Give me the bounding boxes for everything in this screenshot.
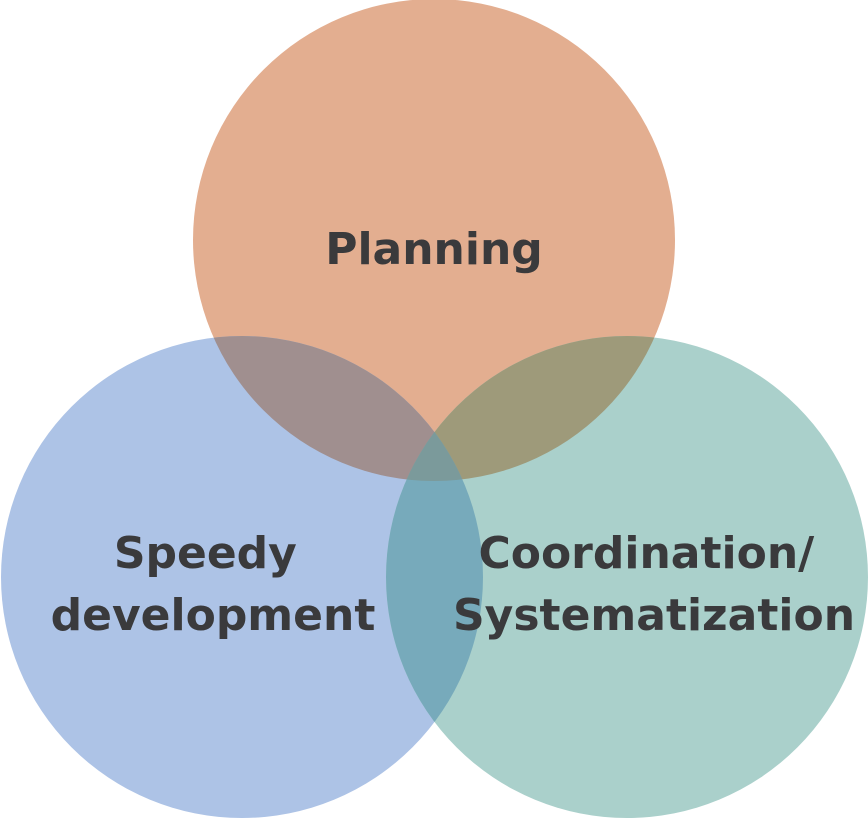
speedy-development-label-line-1: Speedy: [114, 528, 297, 579]
coordination-systematization-label-line-2: Systematization: [453, 590, 855, 641]
planning-label-line: Planning: [325, 224, 543, 275]
planning-coordination-overlap: [386, 336, 675, 481]
coordination-systematization-label-line-1: Coordination/: [478, 528, 815, 579]
planning-speedy-overlap: [193, 336, 483, 481]
speedy-development-label-line-2: development: [51, 590, 376, 641]
speedy-development-label: Speedy development: [51, 528, 376, 641]
coordination-systematization-label: Coordination/ Systematization: [453, 528, 855, 641]
planning-label: Planning: [325, 224, 543, 275]
